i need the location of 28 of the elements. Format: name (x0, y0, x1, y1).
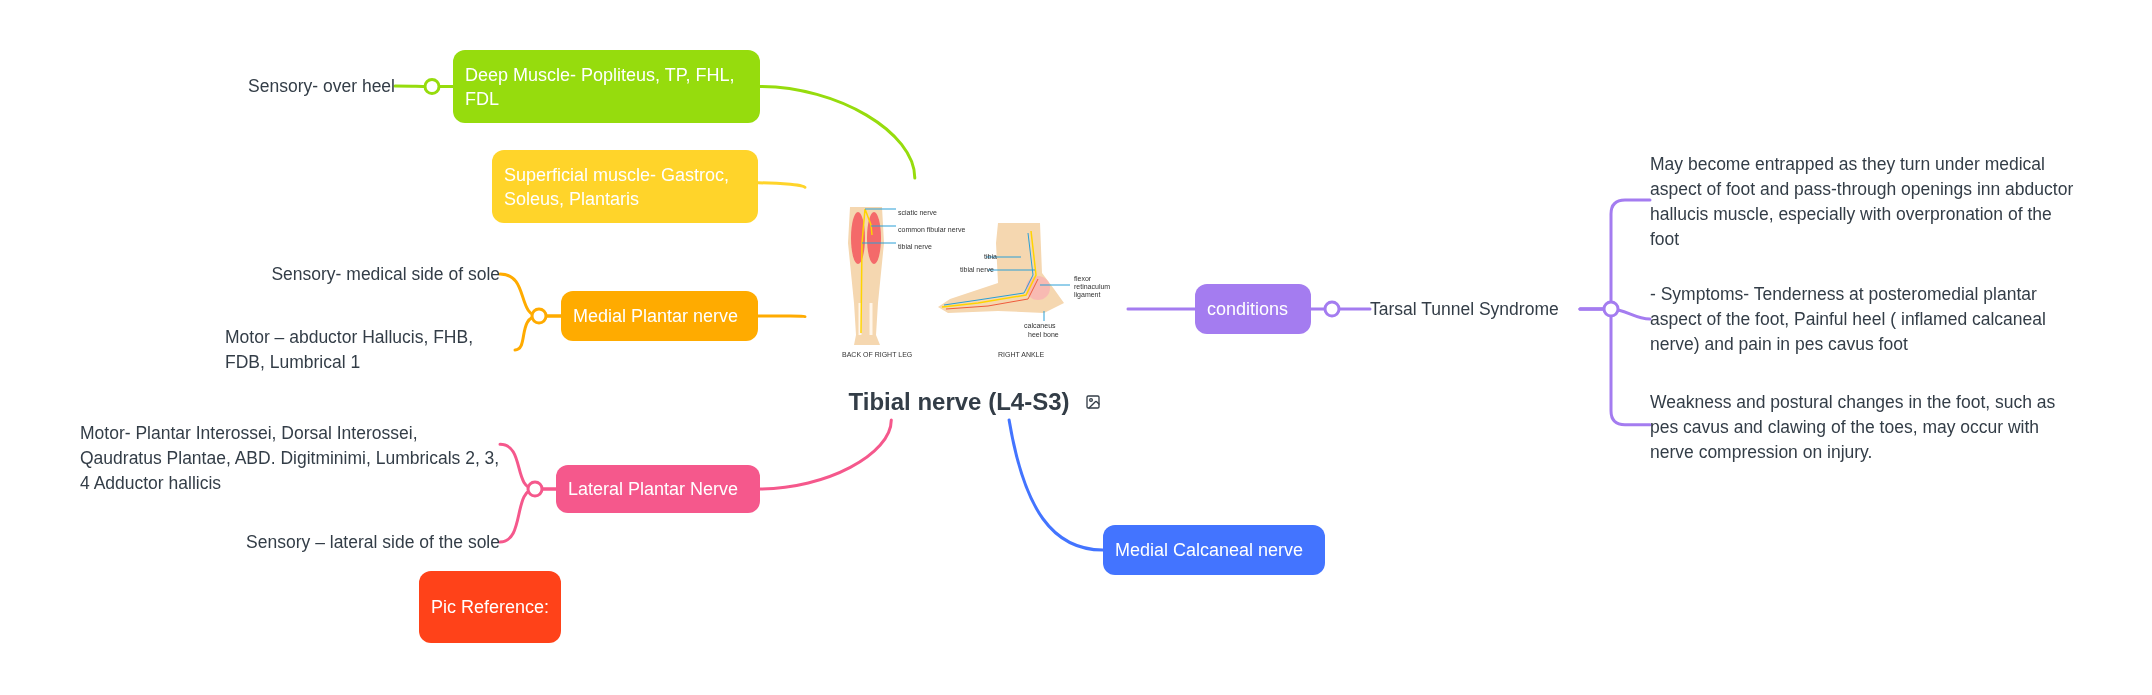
connector-line (756, 314, 807, 318)
central-topic: Tibial nerve (L4-S3) (848, 384, 1070, 420)
connector-line (498, 487, 558, 544)
topic-box: Medial Plantar nerve (561, 291, 758, 341)
topic-box: conditions (1195, 284, 1311, 334)
subtopic-text: Motor- Plantar Interossei, Dorsal Interossei, Qaudratus Plantae, ABD. Digitminimi, Lumbricals 2, 3, 4 Adductor hallicis (80, 420, 500, 496)
connector-line (393, 84, 455, 88)
topic-box: Lateral Plantar Nerve (556, 465, 760, 513)
subtopic-text: Sensory – lateral side of the sole (190, 528, 500, 556)
topic-box: Pic Reference: (419, 571, 562, 643)
subtopic-text: Weakness and postural changes in the foot, such as pes cavus and clawing of the toes, may occur with nerve compression on injury. (1650, 388, 2080, 466)
connector-line (758, 85, 917, 180)
connector-line (513, 314, 563, 352)
connector-line (756, 181, 807, 189)
subtopic-text: Tarsal Tunnel Syndrome (1370, 295, 1580, 323)
subtopic-text: Sensory- medical side of sole (230, 260, 500, 288)
connector-line (1007, 418, 1105, 552)
subtopic-text: Motor – abductor Hallucis, FHB, FDB, Lumbrical 1 (225, 325, 515, 375)
subtopic-text: - Symptoms- Tenderness at posteromedial plantar aspect of the foot, Painful heel ( inflamed calcaneal nerve) and pain in pes cavus foot (1650, 280, 2080, 358)
topic-box: Medial Calcaneal nerve (1103, 525, 1325, 575)
connector-line (1309, 307, 1372, 311)
subtopic-text: May become entrapped as they turn under medical aspect of foot and pass-through openings inn abductor hallucis muscle, especially with overpronation of the foot (1650, 150, 2080, 254)
topic-box: Superficial muscle- Gastroc, Soleus, Plantaris (492, 150, 758, 223)
connector-line (758, 418, 893, 491)
connector-line (1126, 307, 1197, 311)
connector-line (1578, 307, 1652, 427)
subtopic-text: Sensory- over heel (215, 72, 395, 100)
topic-box: Deep Muscle- Popliteus, TP, FHL, FDL (453, 50, 760, 123)
